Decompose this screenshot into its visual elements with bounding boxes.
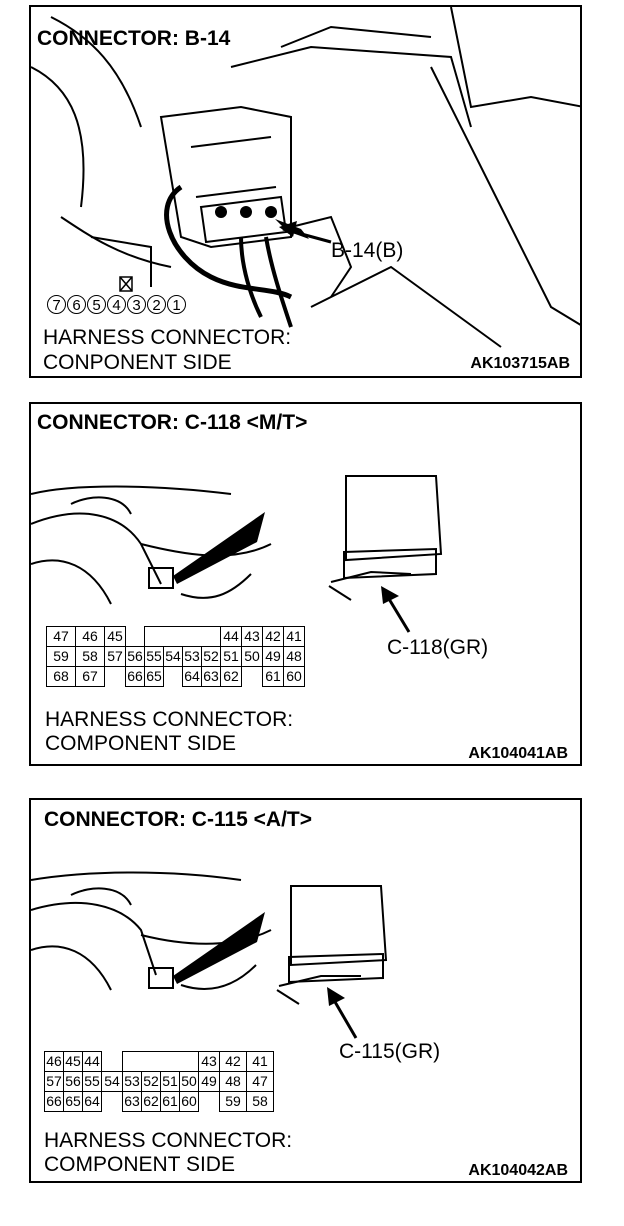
dashboard-illustration	[31, 871, 388, 1039]
pin-cell: 45	[104, 626, 126, 647]
pin-cell: 56	[63, 1071, 83, 1092]
pin-cell: 54	[163, 646, 183, 667]
pin-cell: 50	[179, 1071, 199, 1092]
figure-code: AK104042AB	[468, 1162, 568, 1179]
connector-panel-b14: CONNECTOR: B-14 B-14(B) 7 6 5 4 3 2 1 HA…	[29, 5, 582, 378]
pin-cell: 41	[246, 1051, 274, 1072]
pin-cell: 54	[101, 1071, 123, 1092]
engine-bay-illustration	[31, 7, 580, 348]
pin-cell: 58	[75, 646, 105, 667]
pin-cell: 44	[82, 1051, 102, 1072]
pin-cell: 52	[201, 646, 221, 667]
pin-cell: 43	[241, 626, 263, 647]
harness-label-line2: COMPONENT SIDE	[44, 1153, 235, 1176]
harness-label-line1: HARNESS CONNECTOR:	[45, 708, 294, 731]
pin-cell: 49	[198, 1071, 220, 1092]
pin-cell: 67	[75, 666, 105, 687]
pin: 3	[127, 295, 146, 314]
pin-cell: 48	[283, 646, 305, 667]
pin-cell: 63	[201, 666, 221, 687]
connector-title: CONNECTOR: C-118 <M/T>	[37, 411, 308, 434]
pin-cell: 47	[246, 1071, 274, 1092]
pin: 6	[67, 295, 86, 314]
pin: 5	[87, 295, 106, 314]
pin-cell: 56	[125, 646, 145, 667]
pin-cell: 65	[63, 1091, 83, 1112]
pin-cell: 65	[144, 666, 164, 687]
harness-label-line2: COMPONENT SIDE	[45, 732, 236, 755]
figure-code: AK104041AB	[468, 745, 568, 762]
pin-cell: 45	[63, 1051, 83, 1072]
pin-cell: 62	[141, 1091, 161, 1112]
pin-cell: 55	[82, 1071, 102, 1092]
pin: 4	[107, 295, 126, 314]
pin-cell: 64	[82, 1091, 102, 1112]
pin-cell: 46	[44, 1051, 64, 1072]
pin-cell: 53	[182, 646, 202, 667]
pin: 7	[47, 295, 66, 314]
pin-cell: 66	[44, 1091, 64, 1112]
pin-row: 7 6 5 4 3 2 1	[47, 295, 186, 314]
connector-pin-grid: 46 45 44 43 42 41 57 56 55 54 53 52 51 5…	[44, 1051, 274, 1112]
pin-cell: 63	[122, 1091, 142, 1112]
pin-cell: 44	[220, 626, 242, 647]
pin-cell: 49	[262, 646, 284, 667]
pin-cell: 43	[198, 1051, 220, 1072]
pin-cell: 55	[144, 646, 164, 667]
figure-code: AK103715AB	[470, 355, 570, 372]
pin-cell: 61	[160, 1091, 180, 1112]
pin-cell: 57	[44, 1071, 64, 1092]
pin-cell: 41	[283, 626, 305, 647]
pin-cell: 62	[220, 666, 242, 687]
connector-callout: C-118(GR)	[387, 636, 489, 659]
connector-callout: C-115(GR)	[339, 1040, 441, 1063]
pin-cell: 64	[182, 666, 202, 687]
connector-title: CONNECTOR: C-115 <A/T>	[44, 808, 313, 831]
connector-panel-c118: CONNECTOR: C-118 <M/T> C-118(GR) 47 46 4…	[29, 402, 582, 766]
pin-cell: 60	[179, 1091, 199, 1112]
connector-callout: B-14(B)	[331, 239, 404, 262]
pin-cell: 48	[219, 1071, 247, 1092]
pin-cell: 50	[241, 646, 263, 667]
harness-label-line2: CONPONENT SIDE	[43, 351, 232, 374]
pin-cell: 59	[219, 1091, 247, 1112]
pin-cell: 47	[46, 626, 76, 647]
pin-cell: 51	[220, 646, 242, 667]
pin-cell: 42	[219, 1051, 247, 1072]
pin-cell: 68	[46, 666, 76, 687]
harness-label-line1: HARNESS CONNECTOR:	[44, 1129, 293, 1152]
pin-cell: 61	[262, 666, 284, 687]
pin: 2	[147, 295, 166, 314]
dashboard-illustration	[31, 475, 443, 633]
harness-label-line1: HARNESS CONNECTOR:	[43, 326, 292, 349]
connector-pin-grid: 47 46 45 44 43 42 41 59 58 57 56 55 54 5…	[46, 626, 305, 687]
connector-panel-c115: CONNECTOR: C-115 <A/T> C-115(GR) 46 45 4…	[29, 798, 582, 1183]
pin-cell: 59	[46, 646, 76, 667]
pin-cell: 57	[104, 646, 126, 667]
connector-title: CONNECTOR: B-14	[37, 27, 231, 50]
pin-cell: 42	[262, 626, 284, 647]
pin-cell: 58	[246, 1091, 274, 1112]
pin-cell: 53	[122, 1071, 142, 1092]
pin-cell: 46	[75, 626, 105, 647]
pin: 1	[167, 295, 186, 314]
pin-cell: 52	[141, 1071, 161, 1092]
pin-cell: 51	[160, 1071, 180, 1092]
pin-cell: 66	[125, 666, 145, 687]
pin-cell: 60	[283, 666, 305, 687]
